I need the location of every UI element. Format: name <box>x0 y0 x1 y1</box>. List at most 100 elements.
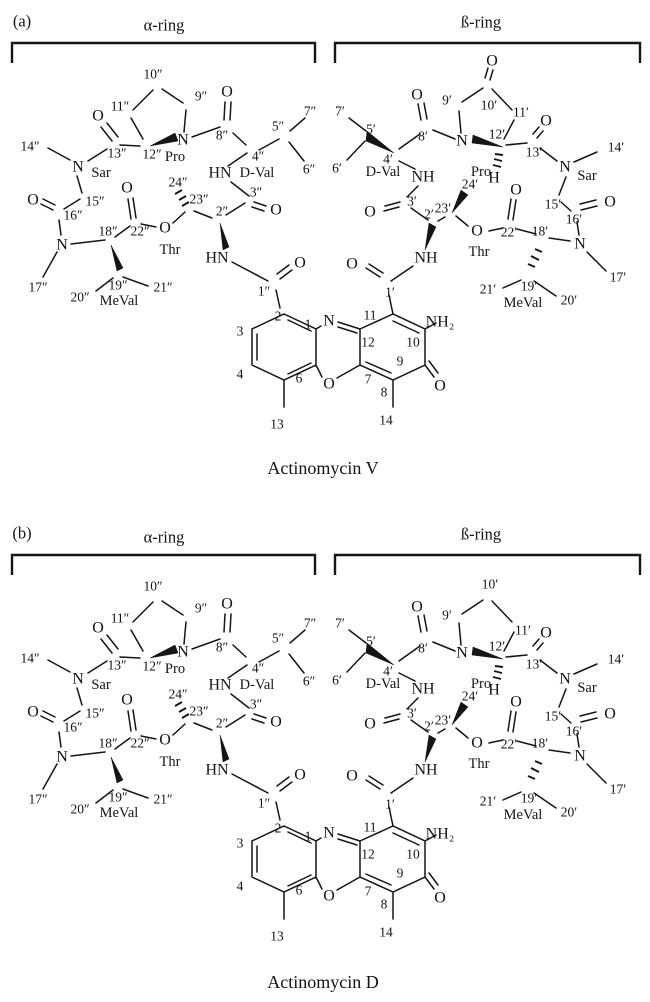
mol-label: NH₂ <box>426 314 455 331</box>
mol-label: 11′ <box>515 623 531 638</box>
mol-label: Thr <box>469 244 490 260</box>
mol-label: 15′ <box>545 197 562 212</box>
mol-label: 7″ <box>304 616 316 631</box>
mol-label: Thr <box>160 242 181 258</box>
mol-label: 5′ <box>366 122 376 137</box>
molecule-title: Actinomycin D <box>267 972 378 992</box>
mol-label: 1′ <box>385 285 395 300</box>
mol-label: 4 <box>237 367 244 382</box>
mol-label: 14 <box>379 925 393 940</box>
mol-label: 10″ <box>143 579 162 594</box>
mol-label: 2′ <box>424 719 434 734</box>
mol-label: N <box>456 133 468 150</box>
mol-label: 17′ <box>610 782 627 797</box>
mol-label: 14′ <box>608 140 625 155</box>
mol-label: 13′ <box>526 657 543 672</box>
mol-label: O <box>434 378 446 395</box>
mol-label: O <box>92 108 104 125</box>
mol-label: NH <box>411 169 435 186</box>
mol-label: 13′ <box>526 145 543 160</box>
mol-label: Pro <box>165 661 185 677</box>
mol-label: 3″ <box>250 185 262 200</box>
mol-label: Pro <box>471 676 491 692</box>
mol-label: 8″ <box>216 128 228 143</box>
beta-ring-heading: ß-ring <box>461 13 501 32</box>
mol-label: 1 <box>305 829 312 844</box>
mol-label: 11″ <box>111 99 130 114</box>
mol-label: 3″ <box>250 697 262 712</box>
mol-label: NH₂ <box>426 826 455 843</box>
mol-label: 10′ <box>482 577 499 592</box>
mol-label: O <box>294 767 306 784</box>
mol-label: O <box>121 180 133 197</box>
mol-label: 20′ <box>561 805 578 820</box>
mol-label: NH <box>414 250 438 267</box>
mol-label: H <box>488 170 500 187</box>
mol-label: 17″ <box>28 792 47 807</box>
mol-label: 14 <box>379 413 393 428</box>
mol-label: Pro <box>471 164 491 180</box>
mol-label: 20″ <box>70 802 89 817</box>
mol-label: O <box>121 692 133 709</box>
mol-label: Sar <box>577 680 597 696</box>
mol-label: NH <box>414 762 438 779</box>
mol-label: O <box>364 204 376 221</box>
mol-label: Sar <box>577 168 597 184</box>
mol-label: HN <box>205 250 229 267</box>
mol-label: 6 <box>296 371 303 386</box>
mol-label: O <box>510 694 522 711</box>
mol-label: N <box>559 159 571 176</box>
mol-label: D-Val <box>366 676 401 692</box>
mol-label: 22′ <box>501 225 518 240</box>
mol-label: 20″ <box>70 290 89 305</box>
mol-label: 13″ <box>107 146 126 161</box>
mol-label: 24′ <box>462 177 479 192</box>
mol-label: O <box>411 599 423 616</box>
mol-label: NH <box>411 681 435 698</box>
mol-label: HN <box>208 677 232 694</box>
alpha-ring-heading: α-ring <box>144 528 185 547</box>
mol-label: MeVal <box>100 293 139 309</box>
alpha-ring-heading: α-ring <box>144 16 185 35</box>
mol-label: 18′ <box>532 736 549 751</box>
mol-label: 7′ <box>335 104 345 119</box>
mol-label: 6″ <box>303 674 315 689</box>
mol-label: 4 <box>237 879 244 894</box>
mol-label: O <box>323 888 335 905</box>
mol-label: N <box>56 237 68 254</box>
mol-label: N <box>574 236 586 253</box>
mol-label: 5″ <box>272 119 284 134</box>
mol-label: 19″ <box>108 790 127 805</box>
mol-label: O <box>27 192 39 209</box>
mol-label: 2″ <box>216 716 228 731</box>
mol-label: 13 <box>270 417 284 432</box>
mol-label: O <box>411 87 423 104</box>
mol-label: Sar <box>91 165 111 181</box>
mol-label: 6″ <box>303 162 315 177</box>
mol-label: N <box>574 748 586 765</box>
mol-label: N <box>559 671 571 688</box>
mol-label: 22″ <box>130 224 149 239</box>
mol-label: 2″ <box>216 204 228 219</box>
mol-label: 17″ <box>28 280 47 295</box>
mol-label: O <box>604 194 616 211</box>
mol-label: O <box>364 716 376 733</box>
mol-label: 7 <box>365 372 372 387</box>
mol-label: 10 <box>406 335 420 350</box>
mol-label: 15″ <box>85 194 104 209</box>
mol-label: O <box>270 202 282 219</box>
mol-label: 23″ <box>189 192 208 207</box>
mol-label: 23″ <box>189 704 208 719</box>
panel-letter: (a) <box>13 12 31 31</box>
mol-label: N <box>177 644 189 661</box>
mol-label: 12″ <box>142 659 161 674</box>
mol-label: D-Val <box>366 164 401 180</box>
mol-label: 1″ <box>258 284 270 299</box>
mol-label: 12 <box>361 335 375 350</box>
mol-label: O <box>323 376 335 393</box>
mol-label: D-Val <box>240 677 275 693</box>
mol-label: 2 <box>275 309 282 324</box>
mol-label: N <box>323 825 335 842</box>
mol-label: 14″ <box>20 651 39 666</box>
